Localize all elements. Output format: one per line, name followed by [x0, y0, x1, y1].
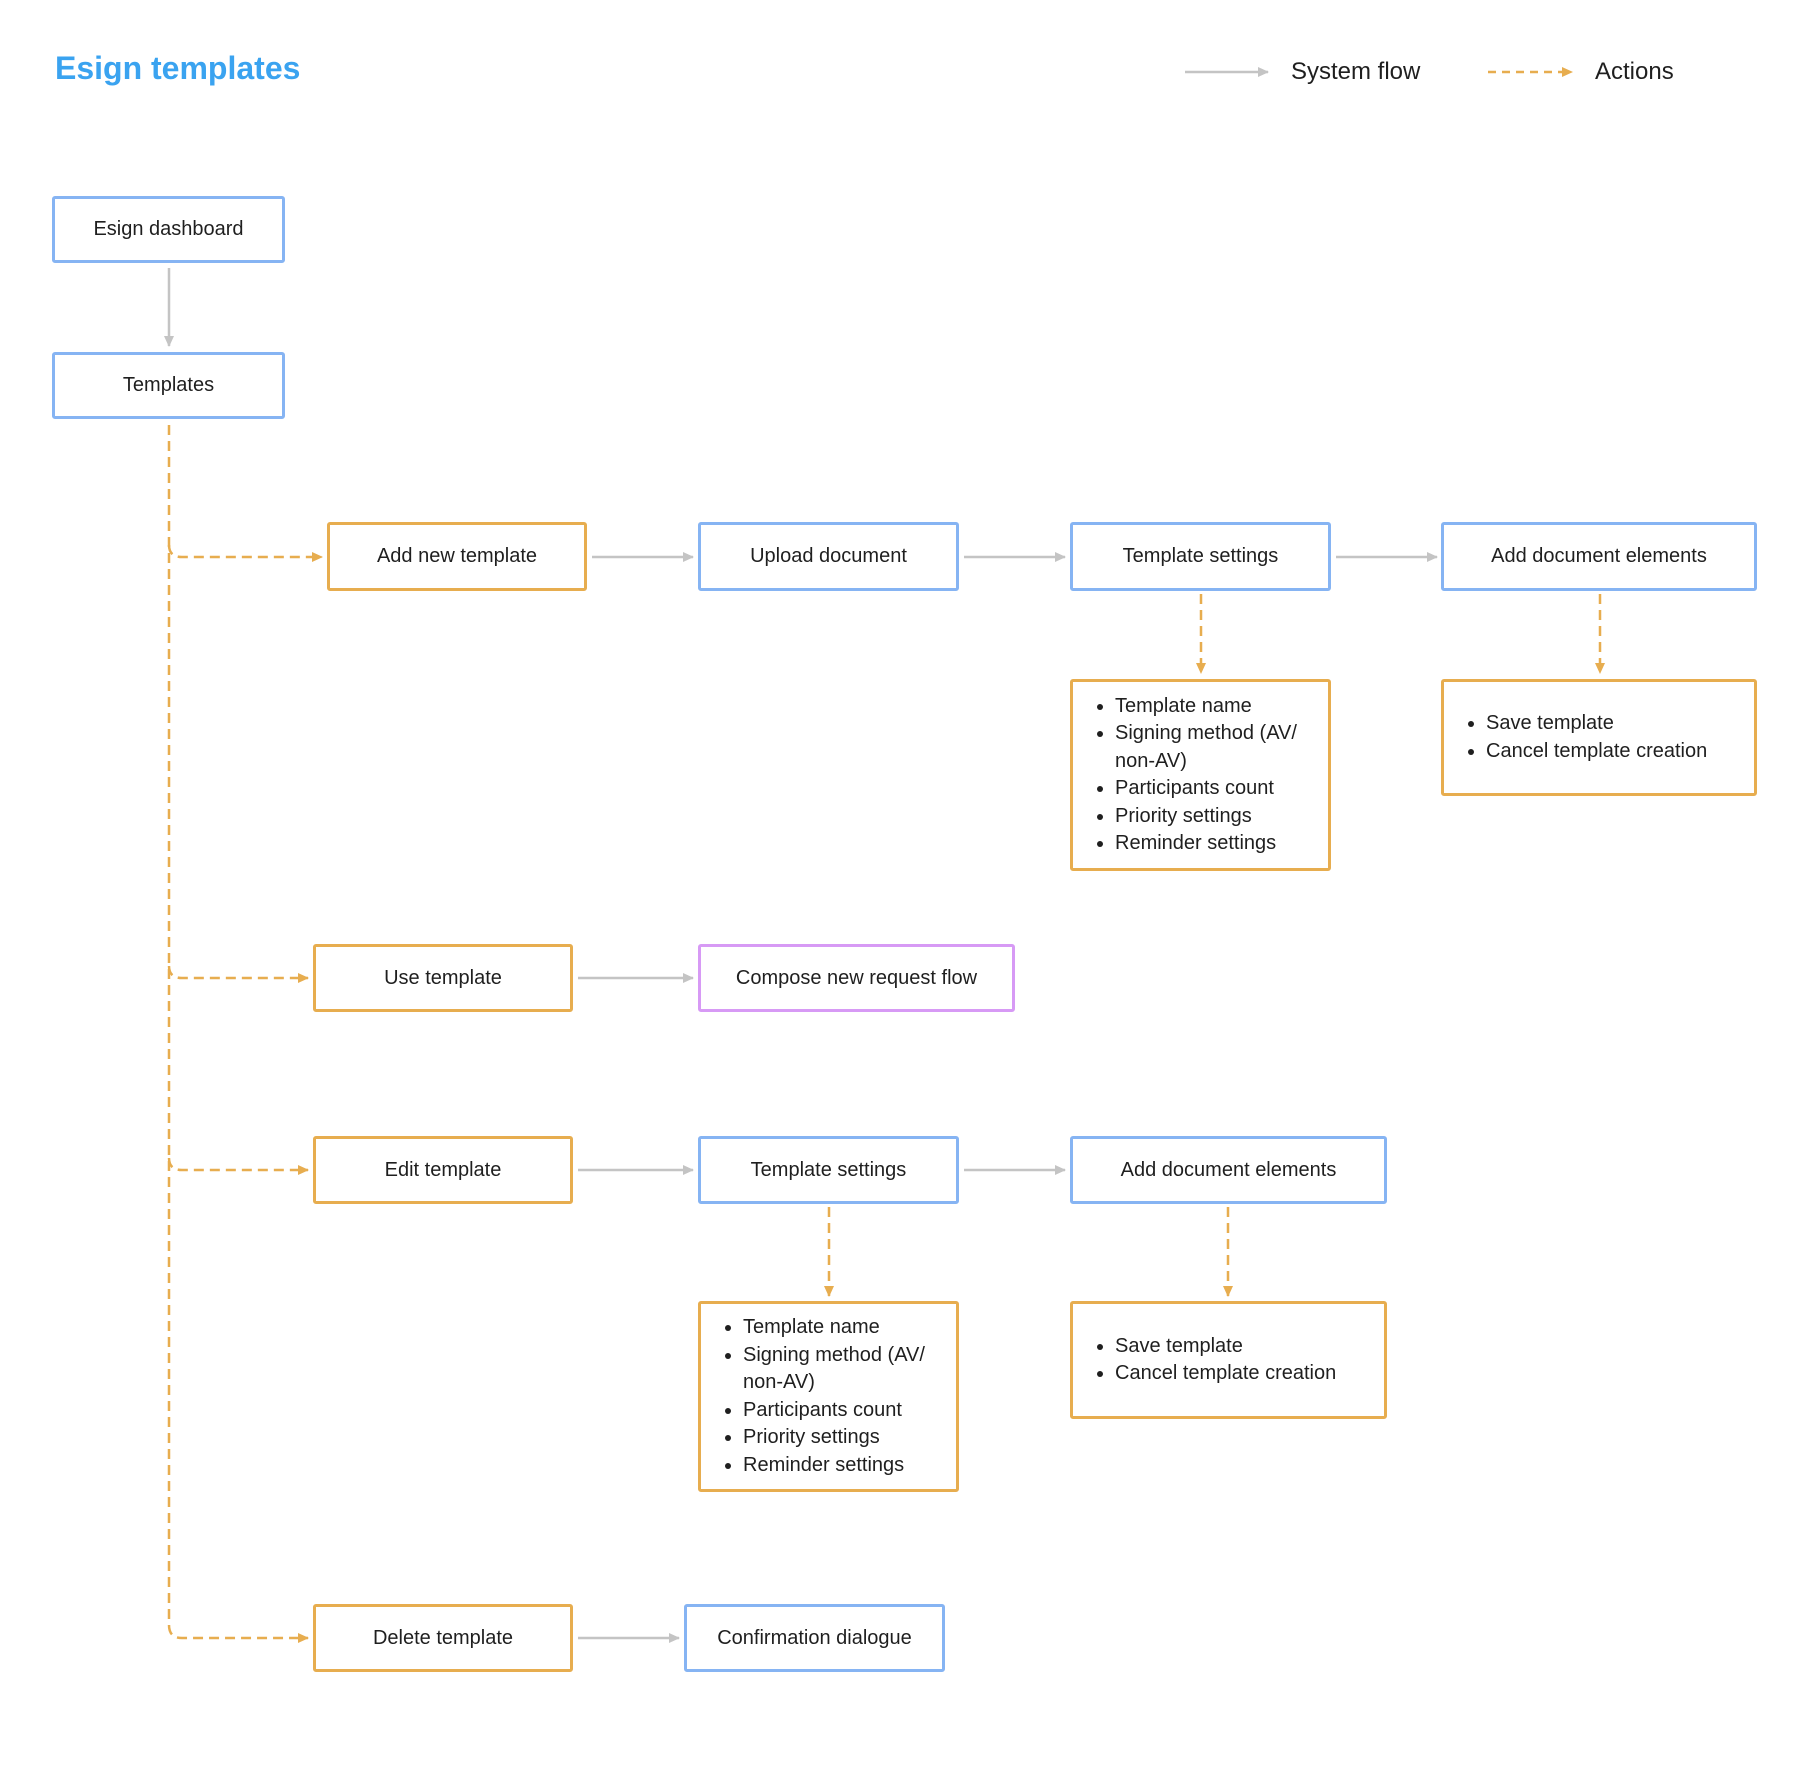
list-template-settings-1: Template name Signing method (AV/ non-AV…: [1070, 679, 1331, 871]
list-item: Priority settings: [1115, 803, 1316, 831]
list-item: Template name: [1115, 693, 1316, 721]
list-item: Signing method (AV/ non-AV): [1115, 720, 1316, 775]
list-item: Participants count: [743, 1397, 944, 1425]
action-branch-add: [167, 544, 323, 562]
node-use-template[interactable]: Use template: [313, 944, 573, 1012]
node-add-document-elements-1[interactable]: Add document elements: [1441, 522, 1757, 591]
list-item: Reminder settings: [743, 1452, 944, 1480]
action-branch-use: [167, 965, 309, 983]
legend-actions-label: Actions: [1595, 58, 1674, 85]
node-confirmation-dialogue[interactable]: Confirmation dialogue: [684, 1604, 945, 1672]
node-add-new-template[interactable]: Add new template: [327, 522, 587, 591]
node-delete-template[interactable]: Delete template: [313, 1604, 573, 1672]
list-item: Save template: [1486, 710, 1707, 738]
node-add-document-elements-2[interactable]: Add document elements: [1070, 1136, 1387, 1204]
node-esign-dashboard[interactable]: Esign dashboard: [52, 196, 285, 263]
page-title: Esign templates: [55, 50, 301, 86]
legend-system-flow-label: System flow: [1291, 58, 1421, 85]
node-templates[interactable]: Templates: [52, 352, 285, 419]
list-document-actions-2: Save template Cancel template creation: [1070, 1301, 1387, 1419]
list-document-actions-1: Save template Cancel template creation: [1441, 679, 1757, 796]
list-item: Priority settings: [743, 1424, 944, 1452]
node-compose-new-request-flow[interactable]: Compose new request flow: [698, 944, 1015, 1012]
list-item: Template name: [743, 1314, 944, 1342]
list-item: Participants count: [1115, 775, 1316, 803]
action-branch-edit: [167, 1157, 309, 1175]
list-item: Save template: [1115, 1333, 1336, 1361]
node-edit-template[interactable]: Edit template: [313, 1136, 573, 1204]
list-item: Signing method (AV/ non-AV): [743, 1342, 944, 1397]
action-trunk-line: [167, 425, 309, 1643]
list-item: Cancel template creation: [1115, 1360, 1336, 1388]
node-upload-document[interactable]: Upload document: [698, 522, 959, 591]
node-template-settings-1[interactable]: Template settings: [1070, 522, 1331, 591]
list-item: Cancel template creation: [1486, 738, 1707, 766]
list-item: Reminder settings: [1115, 830, 1316, 858]
node-template-settings-2[interactable]: Template settings: [698, 1136, 959, 1204]
list-template-settings-2: Template name Signing method (AV/ non-AV…: [698, 1301, 959, 1492]
